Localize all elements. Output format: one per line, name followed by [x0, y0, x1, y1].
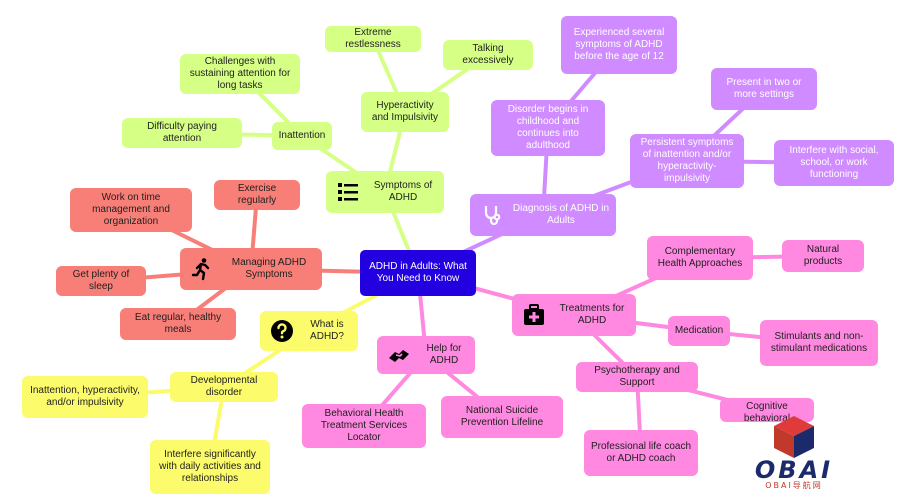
exercise-label: Exercise regularly [237, 183, 277, 206]
exercise-node[interactable]: Exercise regularly [214, 180, 300, 210]
interfere-functioning-label: Interfere with social, school, or work f… [789, 145, 879, 180]
what-label: What is ADHD? [310, 319, 344, 342]
complementary-label: Complementary Health Approaches [657, 246, 743, 269]
medication-label: Medication [674, 325, 724, 336]
list-icon [336, 180, 360, 204]
persistent-node[interactable]: Persistent symptoms of inattention and/o… [630, 134, 744, 188]
what-node[interactable]: What is ADHD? [260, 311, 358, 351]
managing-label: Managing ADHD Symptoms [231, 257, 307, 280]
medication-node[interactable]: Medication [668, 316, 730, 346]
sleep-node[interactable]: Get plenty of sleep [56, 266, 146, 296]
difficulty-attention-node[interactable]: Difficulty paying attention [122, 118, 242, 148]
running-person-icon [190, 257, 214, 281]
sleep-label: Get plenty of sleep [72, 269, 130, 292]
psychotherapy-label: Psychotherapy and Support [594, 365, 680, 388]
locator-label: Behavioral Health Treatment Services Loc… [320, 408, 408, 443]
time-management-label: Work on time management and organization [92, 192, 170, 227]
lifeline-label: National Suicide Prevention Lifeline [460, 405, 544, 428]
natural-products-label: Natural products [803, 244, 843, 267]
two-settings-label: Present in two or more settings [726, 77, 802, 100]
natural-products-node[interactable]: Natural products [782, 240, 864, 272]
locator-node[interactable]: Behavioral Health Treatment Services Loc… [302, 404, 426, 448]
talking-label: Talking excessively [462, 43, 514, 66]
cognitive-behavioral-label: Cognitive behavioral [743, 401, 791, 422]
life-coach-node[interactable]: Professional life coach or ADHD coach [584, 430, 698, 476]
stethoscope-icon [480, 203, 504, 227]
difficulty-attention-label: Difficulty paying attention [147, 121, 217, 144]
first-aid-kit-icon [522, 303, 546, 327]
treatments-node[interactable]: Treatments for ADHD [512, 294, 636, 336]
interfere-daily-node[interactable]: Interfere significantly with daily activ… [150, 440, 270, 494]
diagnosis-label: Diagnosis of ADHD in Adults [512, 203, 610, 226]
symptoms-label: Symptoms of ADHD [373, 180, 433, 203]
obai-watermark: OBAI OBAI导航网 [744, 412, 844, 492]
inattention-hyperactivity-label: Inattention, hyperactivity, and/or impul… [30, 385, 140, 408]
treatments-label: Treatments for ADHD [559, 303, 625, 326]
question-icon [270, 319, 294, 343]
hyperactivity-node[interactable]: Hyperactivity and Impulsivity [361, 92, 449, 132]
life-coach-label: Professional life coach or ADHD coach [590, 441, 692, 464]
root-label: ADHD in Adults: What You Need to Know [369, 261, 467, 284]
two-settings-node[interactable]: Present in two or more settings [711, 68, 817, 110]
help-label: Help for ADHD [426, 343, 462, 366]
talking-node[interactable]: Talking excessively [443, 40, 533, 70]
diagnosis-node[interactable]: Diagnosis of ADHD in Adults [470, 194, 616, 236]
developmental-label: Developmental disorder [190, 375, 258, 398]
stimulants-node[interactable]: Stimulants and non-stimulant medications [760, 320, 878, 366]
watermark-brand: OBAI [754, 456, 834, 484]
managing-node[interactable]: Managing ADHD Symptoms [180, 248, 322, 290]
root-node[interactable]: ADHD in Adults: What You Need to Know [360, 250, 476, 296]
help-node[interactable]: Help for ADHD [377, 336, 475, 374]
inattention-node[interactable]: Inattention [272, 122, 332, 150]
time-management-node[interactable]: Work on time management and organization [70, 188, 192, 232]
childhood-label: Disorder begins in childhood and continu… [507, 104, 589, 151]
cube-logo-icon [774, 416, 814, 458]
interfere-functioning-node[interactable]: Interfere with social, school, or work f… [774, 140, 894, 186]
psychotherapy-node[interactable]: Psychotherapy and Support [576, 362, 698, 392]
developmental-node[interactable]: Developmental disorder [170, 372, 278, 402]
symptoms-node[interactable]: Symptoms of ADHD [326, 171, 444, 213]
complementary-node[interactable]: Complementary Health Approaches [647, 236, 753, 280]
cognitive-behavioral-node[interactable]: Cognitive behavioral [720, 398, 814, 422]
before-12-node[interactable]: Experienced several symptoms of ADHD bef… [561, 16, 677, 74]
meals-label: Eat regular, healthy meals [134, 312, 222, 335]
interfere-daily-label: Interfere significantly with daily activ… [159, 449, 261, 484]
helping-hands-icon [387, 343, 411, 367]
restlessness-node[interactable]: Extreme restlessness [325, 26, 421, 52]
inattention-hyperactivity-node[interactable]: Inattention, hyperactivity, and/or impul… [22, 376, 148, 418]
hyperactivity-label: Hyperactivity and Impulsivity [371, 100, 439, 123]
stimulants-label: Stimulants and non-stimulant medications [770, 331, 868, 354]
inattention-label: Inattention [278, 130, 326, 141]
childhood-node[interactable]: Disorder begins in childhood and continu… [491, 100, 605, 156]
sustaining-attention-label: Challenges with sustaining attention for… [189, 56, 291, 91]
sustaining-attention-node[interactable]: Challenges with sustaining attention for… [180, 54, 300, 94]
persistent-label: Persistent symptoms of inattention and/o… [640, 137, 734, 184]
lifeline-node[interactable]: National Suicide Prevention Lifeline [441, 396, 563, 438]
meals-node[interactable]: Eat regular, healthy meals [120, 308, 236, 340]
watermark-subtitle: OBAI导航网 [765, 481, 823, 490]
before-12-label: Experienced several symptoms of ADHD bef… [573, 27, 665, 62]
restlessness-label: Extreme restlessness [345, 27, 401, 50]
